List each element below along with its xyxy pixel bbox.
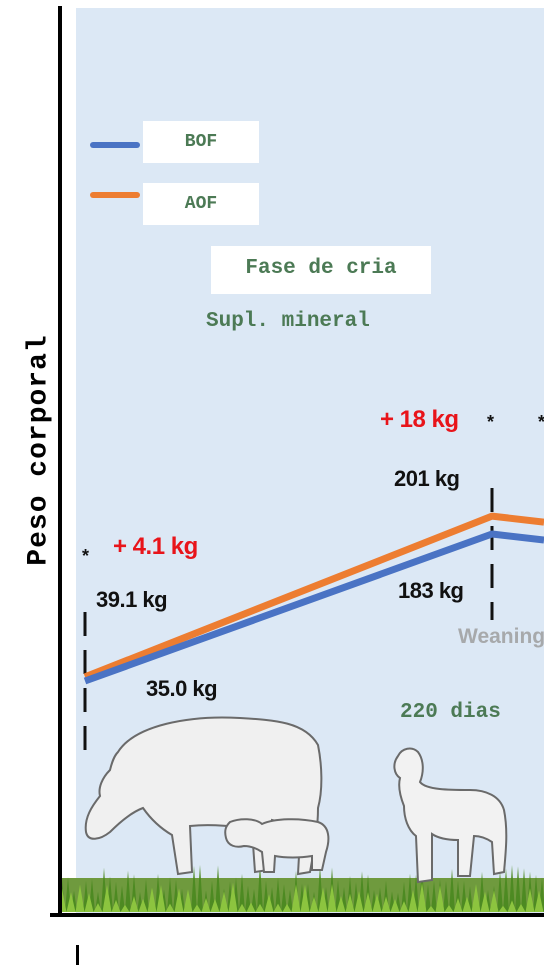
phase-title: Fase de cria	[245, 257, 397, 280]
weaning-significance-marker: *	[487, 412, 495, 432]
series-line-bof	[83, 530, 544, 685]
birth-significance-marker: *	[82, 546, 90, 566]
legend-swatch-aof	[90, 192, 140, 198]
grass-strip	[62, 864, 544, 912]
series-line-aof	[83, 512, 544, 681]
weaning-significance-marker-2: *	[538, 412, 544, 433]
birth-gain-label: + 4.1 kg	[113, 533, 198, 560]
phase-title-box	[211, 246, 431, 294]
x-axis	[50, 913, 544, 917]
y-axis-label: Peso corporal	[23, 334, 55, 566]
weaning-bof-weight: 183 kg	[398, 578, 464, 603]
weaning-aof-weight: 201 kg	[394, 466, 460, 491]
legend-swatch-bof	[90, 142, 140, 148]
duration-label: 220 dias	[400, 701, 501, 724]
cow-calf-illustration	[84, 716, 330, 876]
birth-aof-weight: 39.1 kg	[96, 587, 168, 612]
legend-label-aof: AOF	[143, 183, 259, 225]
birth-bof-weight: 35.0 kg	[146, 676, 218, 701]
supplement-label: Supl. mineral	[206, 310, 370, 333]
weaning-gain-label: + 18 kg	[380, 406, 459, 433]
series-group	[83, 512, 544, 685]
legend-label-bof: BOF	[143, 121, 259, 163]
weaning-label: Weaning	[458, 625, 544, 648]
calf-illustration	[393, 747, 508, 884]
y-axis	[58, 6, 62, 916]
axis-tick	[76, 945, 79, 965]
